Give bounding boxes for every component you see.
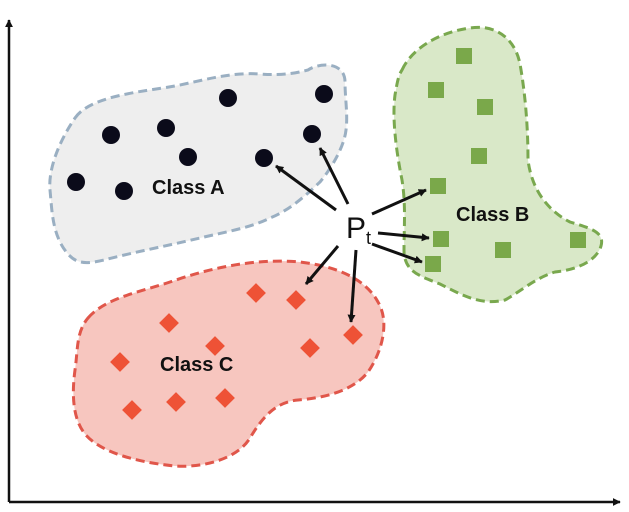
- arrow-to-class-a-2: [318, 147, 350, 205]
- class-a-points: [67, 85, 333, 200]
- class-a-point: [157, 119, 175, 137]
- arrow-to-class-b-2: [377, 231, 430, 242]
- class-c-point: [286, 290, 306, 310]
- neighbor-arrows: [275, 147, 430, 323]
- class-a-region: [48, 63, 349, 264]
- class-c-point: [166, 392, 186, 412]
- arrow-to-class-b-1: [371, 188, 427, 216]
- class-a-point: [315, 85, 333, 103]
- class-c-points: [110, 283, 363, 420]
- class-a-point: [255, 149, 273, 167]
- class-c-point: [215, 388, 235, 408]
- class-c-point: [159, 313, 179, 333]
- class-a-point: [179, 148, 197, 166]
- class-b-point: [456, 48, 472, 64]
- arrow-to-class-b-3: [371, 242, 423, 264]
- class-b-point: [570, 232, 586, 248]
- class-b-point: [471, 148, 487, 164]
- class-b-label: Class B: [456, 204, 529, 226]
- class-a-point: [67, 173, 85, 191]
- class-b-point: [433, 231, 449, 247]
- arrow-to-class-a-1: [275, 164, 337, 212]
- class-a-point: [219, 89, 237, 107]
- class-a-label: Class A: [152, 177, 225, 199]
- class-b-point: [477, 99, 493, 115]
- class-b-point: [425, 256, 441, 272]
- class-c-point: [300, 338, 320, 358]
- class-b-points: [425, 48, 586, 272]
- class-c-region: [71, 259, 386, 468]
- class-a-point: [303, 125, 321, 143]
- class-c-point: [246, 283, 266, 303]
- class-c-point: [122, 400, 142, 420]
- class-c-point: [205, 336, 225, 356]
- class-c-label: Class C: [160, 354, 233, 376]
- class-b-point: [430, 178, 446, 194]
- arrow-to-class-c-1: [304, 245, 340, 285]
- class-a-point: [102, 126, 120, 144]
- class-c-point: [343, 325, 363, 345]
- class-c-point: [110, 352, 130, 372]
- class-b-point: [428, 82, 444, 98]
- class-b-point: [495, 242, 511, 258]
- query-point-label: Pt: [346, 212, 371, 248]
- class-a-point: [115, 182, 133, 200]
- arrow-to-class-c-2: [347, 249, 358, 323]
